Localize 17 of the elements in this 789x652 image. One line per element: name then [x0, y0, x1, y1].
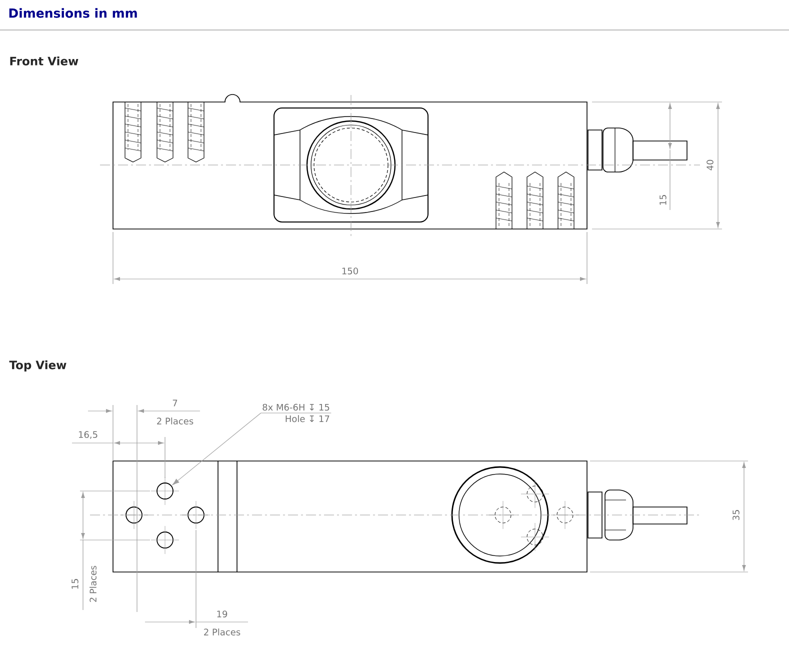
dimension-label: 19 [217, 610, 228, 618]
dimension-label: 2 Places [204, 628, 240, 636]
dimension-label: 35 [732, 510, 740, 520]
view-heading: Front View [10, 56, 78, 66]
callout-text: 8x M6-6H ↧ 15 Hole ↧ 17 [260, 404, 332, 422]
dimension-label: 16,5 [78, 431, 98, 439]
dimension-label: 15 [72, 579, 78, 589]
dimension-label: 2 Places [90, 566, 96, 602]
dimension-label: 2 Places [157, 418, 194, 424]
view-heading: Top View [9, 360, 66, 372]
threaded-hole [156, 482, 174, 500]
page-title: Dimensions in mm [9, 8, 137, 18]
dimension-label: 150 [342, 268, 358, 274]
dimension-label: 15 [660, 195, 666, 205]
leader-line [172, 412, 262, 486]
dimension-label: 40 [706, 160, 714, 170]
dimension-label: 7 [172, 400, 178, 406]
